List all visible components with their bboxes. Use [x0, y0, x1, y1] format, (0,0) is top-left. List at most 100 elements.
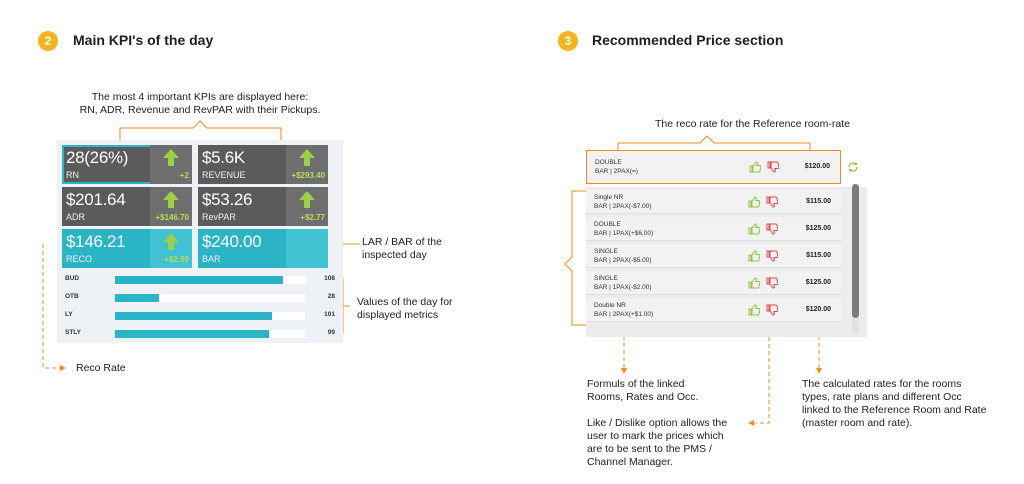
- metric-track: [115, 330, 305, 338]
- room-price: $120.00: [804, 163, 830, 170]
- pickup-up-icon: [286, 187, 328, 226]
- metric-label: OTB: [65, 293, 79, 300]
- room-name: Double NR: [594, 302, 626, 309]
- kpi-card-bar[interactable]: $240.00 BAR: [198, 229, 328, 268]
- thumbs-down-icon[interactable]: [766, 277, 778, 289]
- kpi-card-reco[interactable]: $146.21 RECO +$2.99: [62, 229, 192, 268]
- rate-formula: BAR | 2PAX(-$5.00): [594, 257, 652, 264]
- note-line: displayed metrics: [357, 309, 439, 321]
- note-line: types, rate plans and different Occ: [802, 391, 962, 403]
- room-name: SINGLE: [594, 275, 618, 282]
- scrollbar-thumb[interactable]: [852, 184, 859, 318]
- kpi-card-adr[interactable]: $201.64 ADR +$146.70: [62, 187, 192, 226]
- note-line: Channel Manager.: [587, 456, 673, 468]
- reco-ref-note: The reco rate for the Reference room-rat…: [655, 118, 850, 130]
- thumbs-down-icon[interactable]: [766, 223, 778, 235]
- kpi-card-revpar[interactable]: $53.26 RevPAR +$2.77: [198, 187, 328, 226]
- room-price: $125.00: [805, 225, 831, 232]
- kpi-label: RECO: [66, 254, 93, 264]
- reco-row[interactable]: Double NR BAR | 2PAX(+$1.00) $120.00: [586, 298, 841, 322]
- note-line: LAR / BAR of the: [362, 236, 442, 248]
- reco-row[interactable]: SINGLE BAR | 1PAX(-$2.00) $125.00: [586, 271, 841, 295]
- note-line: Rooms, Rates and Occ.: [587, 391, 699, 403]
- thumbs-up-icon[interactable]: [748, 196, 760, 208]
- room-price: $120.00: [805, 306, 831, 313]
- kpi-label: ADR: [66, 212, 86, 222]
- note-line: The calculated rates for the rooms: [802, 378, 962, 390]
- pickup-up-icon: [150, 145, 192, 184]
- kpi-pickup: +$2.99: [164, 255, 189, 264]
- metric-bar-fill: [115, 312, 273, 320]
- section-number-badge: 3: [558, 31, 578, 51]
- thumbs-down-icon[interactable]: [767, 161, 779, 173]
- metric-bar-fill: [115, 276, 283, 284]
- kpi-pickup: +2: [179, 171, 189, 180]
- thumbs-up-icon[interactable]: [749, 161, 761, 173]
- kpi-card-revenue[interactable]: $5.6K REVENUE +$293.40: [198, 145, 328, 184]
- kpi-value: 28(26%): [66, 148, 129, 167]
- reco-reference-row[interactable]: DOUBLE BAR | 2PAX(=) $120.00: [586, 150, 841, 184]
- metric-track: [115, 312, 305, 320]
- pickup-up-icon: [286, 145, 328, 184]
- note-line: Formuls of the linked: [587, 378, 685, 390]
- kpi-label: REVENUE: [202, 170, 246, 180]
- section-title: Recommended Price section: [592, 32, 784, 48]
- kpi-pickup: +$146.70: [155, 213, 189, 222]
- metric-label: STLY: [65, 329, 82, 336]
- metric-value: 28: [327, 293, 335, 300]
- rate-formula: BAR | 1PAX(+$6.00): [594, 230, 654, 237]
- recycle-icon[interactable]: [846, 160, 860, 174]
- room-price: $115.00: [806, 252, 831, 259]
- note-line: inspected day: [362, 249, 427, 261]
- pickup-up-icon: [150, 187, 192, 226]
- like-dislike-note: Like / Dislike option allows the user to…: [587, 417, 727, 469]
- metric-track: [115, 276, 305, 284]
- thumbs-down-icon[interactable]: [766, 304, 778, 316]
- note-line: are to be sent to the PMS /: [587, 443, 712, 455]
- kpi-arrow-area: [286, 229, 328, 268]
- values-note: Values of the day for displayed metrics: [357, 296, 453, 322]
- thumbs-up-icon[interactable]: [748, 250, 760, 262]
- section-number-badge: 2: [38, 31, 58, 51]
- reco-rate-note: Reco Rate: [76, 362, 126, 374]
- rate-formula: BAR | 1PAX(-$2.00): [594, 284, 652, 291]
- calculated-rates-note: The calculated rates for the rooms types…: [802, 378, 986, 430]
- thumbs-down-icon[interactable]: [766, 250, 778, 262]
- kpi-value: $146.21: [66, 232, 126, 251]
- room-name: SINGLE: [594, 248, 618, 255]
- kpi-pickup: +$293.40: [291, 171, 325, 180]
- section-title: Main KPI's of the day: [73, 32, 214, 48]
- room-price: $115.00: [806, 198, 831, 205]
- rate-formula: BAR | 2PAX(-$7.00): [594, 203, 652, 210]
- thumbs-down-icon[interactable]: [766, 196, 778, 208]
- metric-bar-fill: [115, 294, 159, 302]
- thumbs-up-icon[interactable]: [748, 223, 760, 235]
- metric-label: LY: [65, 311, 73, 318]
- metric-value: 101: [324, 311, 335, 318]
- metric-track: [115, 294, 305, 302]
- room-price: $125.00: [805, 279, 831, 286]
- kpi-label: RevPAR: [202, 212, 236, 222]
- kpi-card-rn[interactable]: 28(26%) RN +2: [62, 145, 192, 184]
- rate-formula: BAR | 2PAX(=): [595, 168, 638, 175]
- note-line: Like / Dislike option allows the: [587, 417, 728, 429]
- reco-row[interactable]: SINGLE BAR | 2PAX(-$5.00) $115.00: [586, 244, 841, 268]
- kpi-label: BAR: [202, 254, 221, 264]
- kpi-value: $201.64: [66, 190, 126, 209]
- metric-bar-row: LY 101: [65, 311, 335, 321]
- note-line: Values of the day for: [357, 296, 453, 308]
- thumbs-up-icon[interactable]: [748, 304, 760, 316]
- metric-value: 108: [324, 275, 335, 282]
- note-line: linked to the Reference Room and Rate: [802, 404, 987, 416]
- kpi-value: $5.6K: [202, 148, 245, 167]
- thumbs-up-icon[interactable]: [748, 277, 760, 289]
- note-line: The most 4 important KPIs are displayed …: [91, 91, 309, 103]
- rate-formula: BAR | 2PAX(+$1.00): [594, 311, 654, 318]
- kpi-pickup: +$2.77: [300, 213, 325, 222]
